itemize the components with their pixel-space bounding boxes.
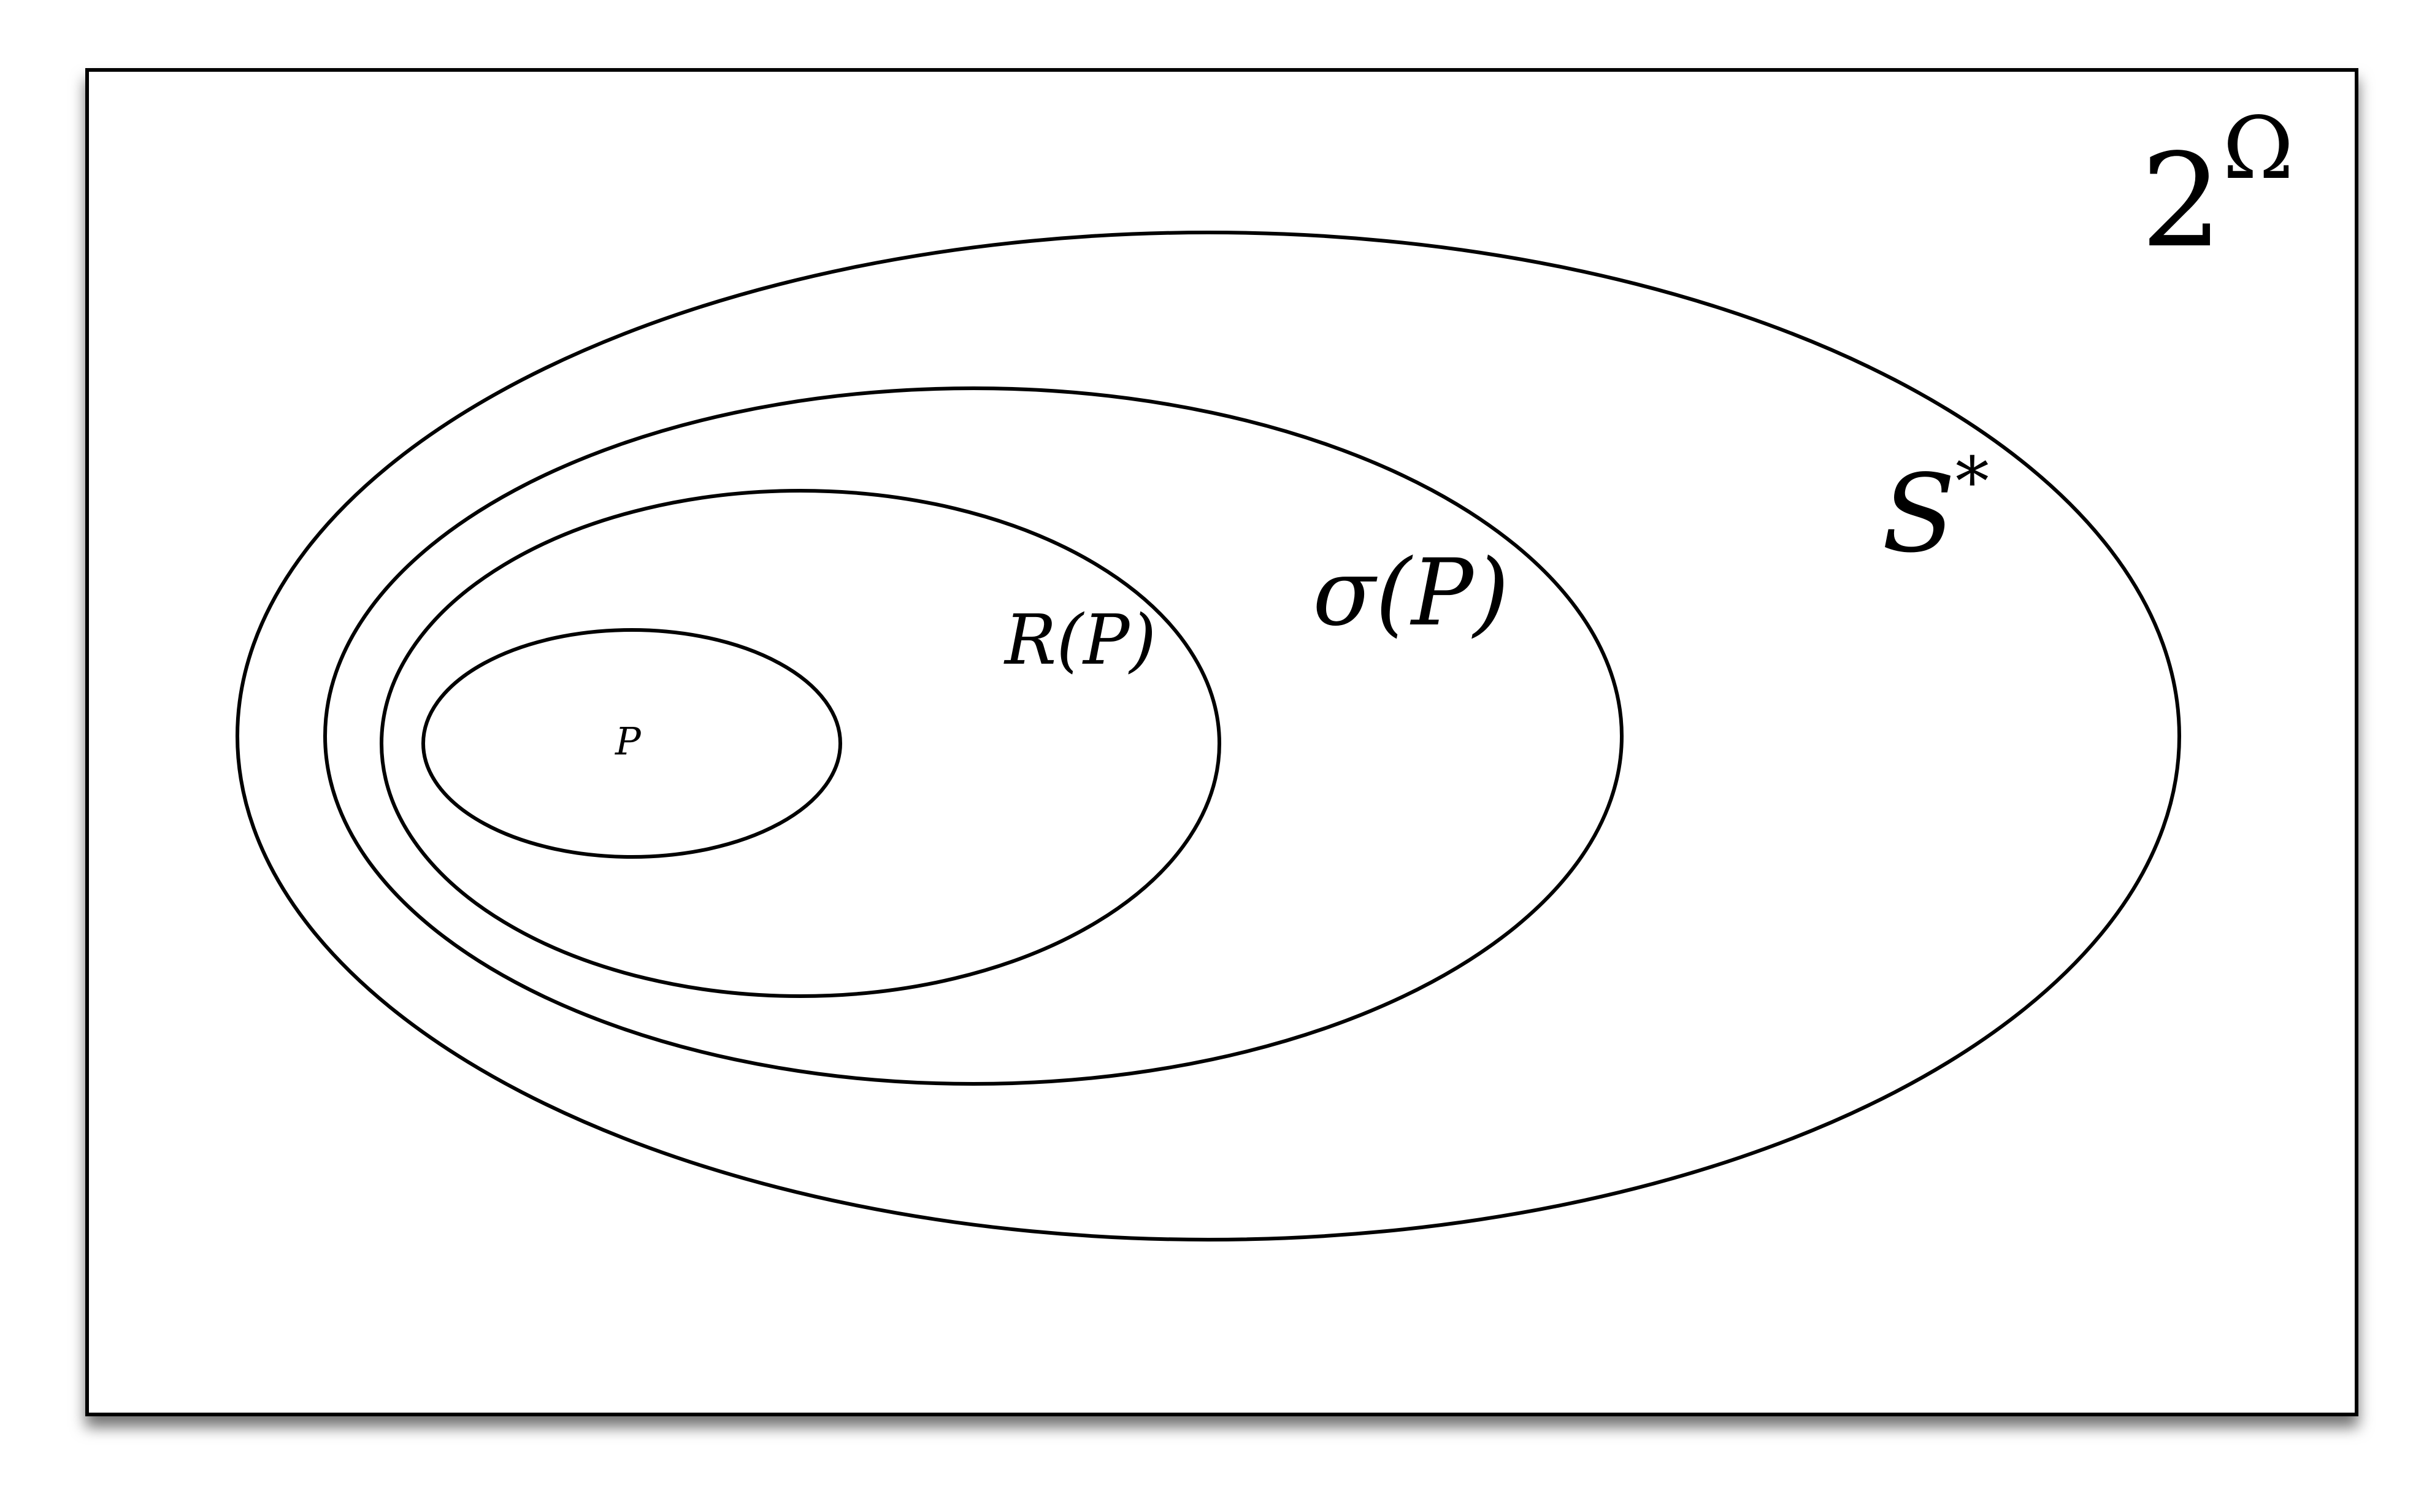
universe-label: 2Ω [2141, 99, 2294, 276]
set-s-star-label-sup: * [1955, 442, 1989, 521]
set-sigma-ellipse [323, 386, 1624, 1086]
set-s-star-label: S* [1882, 442, 1989, 577]
universe-box [85, 68, 2358, 1416]
set-s-star-label-main: S [1882, 452, 1955, 577]
set-p-ellipse [421, 628, 842, 859]
set-r-label: R(P) [1003, 601, 1156, 680]
universe-label-base: 2 [2141, 126, 2223, 276]
universe-label-superscript: Ω [2223, 99, 2294, 199]
set-s-star-ellipse [236, 231, 2181, 1241]
set-sigma-label: σ(P) [1313, 540, 1509, 647]
set-r-ellipse [380, 489, 1221, 998]
set-p-label: P [615, 719, 642, 764]
